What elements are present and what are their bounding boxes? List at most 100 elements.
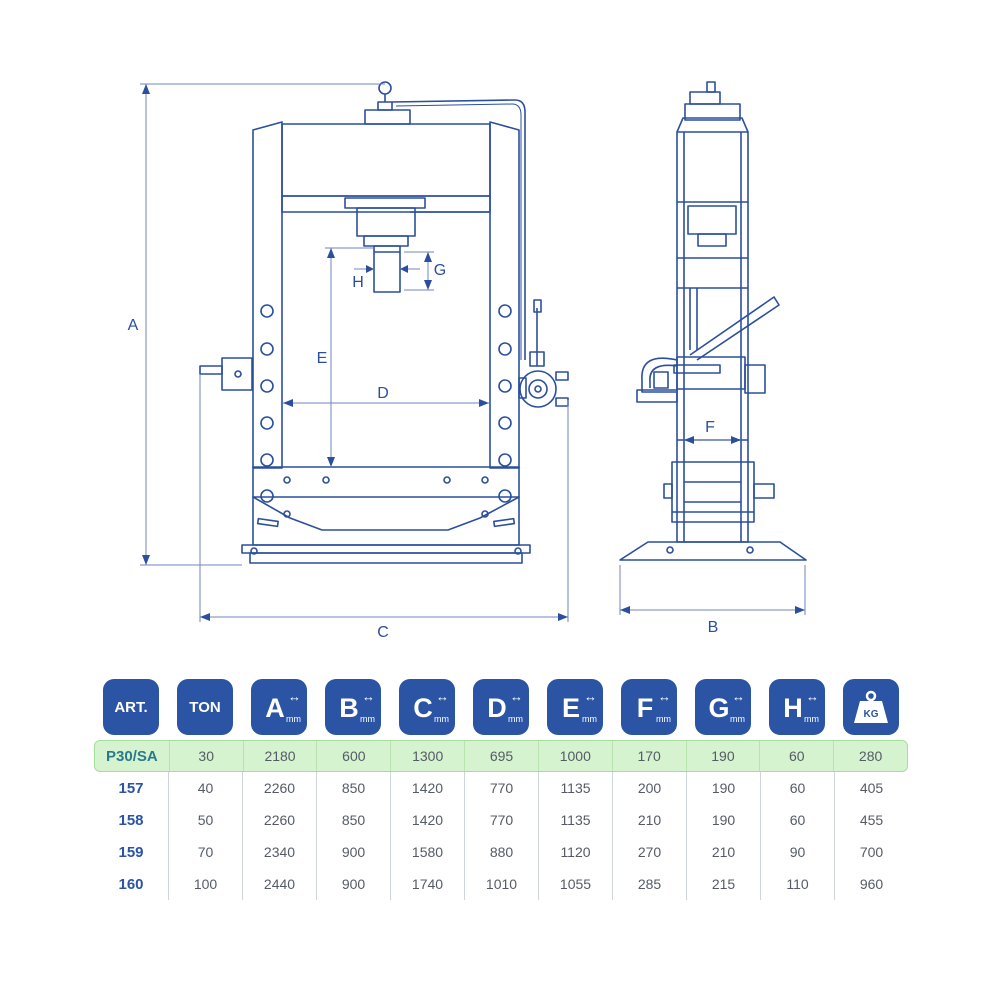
header-cell-f: F ↔ mm [612, 679, 686, 735]
dim-label-a: A [128, 317, 139, 334]
header-letter: B [339, 692, 359, 723]
table-cell-kg: 405 [834, 772, 908, 804]
header-badge-f: F ↔ mm [621, 679, 677, 735]
table-cell-f: 170 [611, 741, 686, 771]
table-cell-e: 1055 [538, 868, 612, 900]
table-cell-c: 1420 [390, 772, 464, 804]
header-cell-b: B↔ mm [316, 679, 390, 735]
header-letter: F [636, 692, 654, 723]
header-unit: mm [508, 714, 523, 724]
table-cell-c: 1300 [390, 741, 464, 771]
dim-label-c: C [377, 624, 389, 641]
article-code: 159 [118, 843, 144, 861]
header-letter: D [487, 692, 507, 723]
header-badge-h: H↔mm [769, 679, 825, 735]
double-arrow-icon: ↔ [362, 689, 375, 704]
table-cell-f: 200 [612, 772, 686, 804]
header-unit: mm [582, 714, 597, 724]
table-cell-g: 190 [686, 804, 760, 836]
weight-label: KG [864, 709, 879, 720]
header-badge-a: A↔mm [251, 679, 307, 735]
table-cell-kg: 455 [834, 804, 908, 836]
header-badge-c: C↔ mm [399, 679, 455, 735]
header-unit: mm [360, 714, 375, 724]
table-cell-e: 1120 [538, 836, 612, 868]
table-cell-f: 210 [612, 804, 686, 836]
header-cell-h: H↔mm [760, 679, 834, 735]
table-cell-d: 695 [464, 741, 538, 771]
dimension-arrowheads [142, 84, 805, 621]
header-unit: mm [656, 714, 671, 724]
header-letter: A [265, 692, 285, 723]
table-cell-c: 1740 [390, 868, 464, 900]
header-badge-ton: TON [177, 679, 233, 735]
press-technical-drawing: A C D E G H F B [128, 81, 807, 641]
double-arrow-icon: ↔ [658, 689, 671, 704]
header-badge-kg: KG [843, 679, 899, 735]
dim-label-d: D [377, 385, 389, 402]
article-code: P30/SA [106, 747, 158, 765]
table-cell-g: 190 [685, 741, 760, 771]
header-cell-e: E↔mm [538, 679, 612, 735]
header-letter: C [413, 692, 433, 723]
header-label: ART. [114, 698, 148, 716]
header-unit: mm [730, 714, 745, 724]
weight-icon: KG [854, 690, 888, 723]
header-cell-kg: KG [834, 679, 908, 735]
table-cell-b: 600 [316, 741, 390, 771]
table-cell-a: 2260 [242, 804, 316, 836]
table-cell-ton: 30 [168, 741, 243, 771]
dim-label-b: B [708, 619, 719, 636]
table-cell-kg: 280 [833, 741, 907, 771]
table-cell-c: 1420 [390, 804, 464, 836]
header-badge-g: G↔mm [695, 679, 751, 735]
table-cell-g: 210 [686, 836, 760, 868]
table-cell-b: 850 [316, 804, 390, 836]
header-label: TON [189, 698, 221, 716]
header-unit: mm [434, 714, 449, 724]
table-cell-ton: 70 [168, 836, 242, 868]
header-cell-g: G↔mm [686, 679, 760, 735]
table-cell-d: 1010 [464, 868, 538, 900]
table-cell-g: 190 [686, 772, 760, 804]
table-cell-ton: 50 [168, 804, 242, 836]
column-holes-right [498, 304, 512, 467]
table-cell-kg: 960 [834, 868, 908, 900]
table-cell-kg: 700 [834, 836, 908, 868]
side-view [619, 81, 807, 561]
table-cell-d: 770 [464, 804, 538, 836]
table-cell-e: 1135 [538, 772, 612, 804]
table-cell-ton: 40 [168, 772, 242, 804]
table-cell-h: 60 [760, 772, 834, 804]
table-cell-c: 1580 [390, 836, 464, 868]
table-cell-e: 1135 [538, 804, 612, 836]
table-cell-d: 880 [464, 836, 538, 868]
table-cell-b: 900 [316, 836, 390, 868]
header-unit: mm [804, 714, 819, 724]
header-badge-art: ART. [103, 679, 159, 735]
header-badge-b: B↔ mm [325, 679, 381, 735]
header-badge-d: D↔mm [473, 679, 529, 735]
table-cell-b: 850 [316, 772, 390, 804]
table-cell-a: 2340 [242, 836, 316, 868]
table-cell-g: 215 [686, 868, 760, 900]
header-cell-ton: TON [168, 679, 242, 735]
table-cell-h: 110 [760, 868, 834, 900]
dim-label-e: E [317, 350, 328, 367]
double-arrow-icon: ↔ [436, 689, 449, 704]
column-holes-left [260, 304, 274, 467]
double-arrow-icon: ↔ [806, 689, 819, 704]
header-cell-c: C↔ mm [390, 679, 464, 735]
table-cell-h: 60 [759, 741, 833, 771]
table-cell-f: 285 [612, 868, 686, 900]
table-cell-h: 60 [760, 804, 834, 836]
table-cell-h: 90 [760, 836, 834, 868]
header-letter: G [708, 692, 730, 723]
front-view [199, 81, 569, 564]
header-cell-art: ART. [94, 679, 168, 735]
